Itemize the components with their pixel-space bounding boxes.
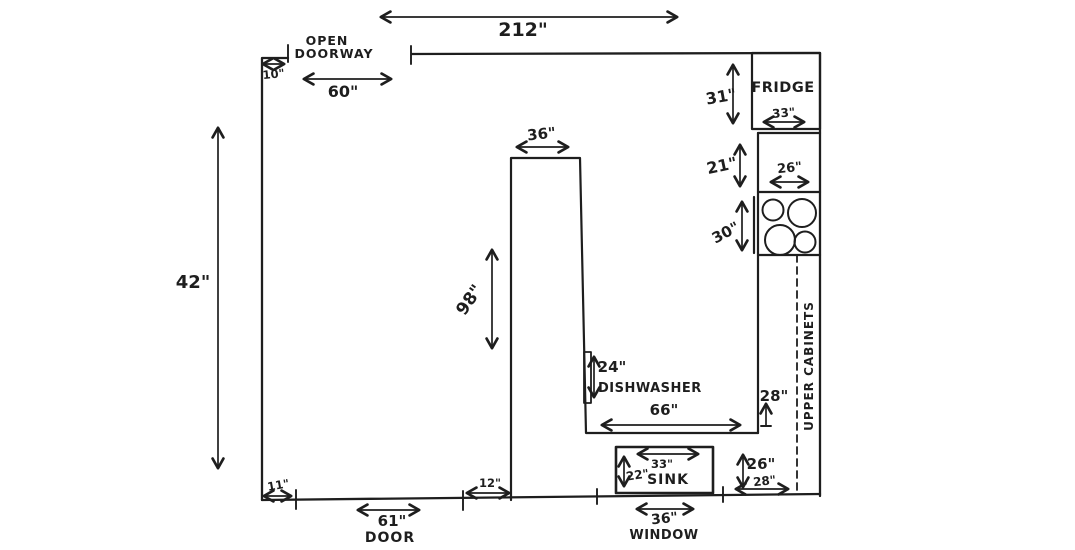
stove-burner-bottom-right: [793, 230, 817, 254]
top-wall-dim-label: 212": [498, 19, 548, 41]
window-width-label: 36": [650, 510, 678, 529]
doorway-width-label: 60": [328, 82, 359, 101]
corner-width-label: 28": [752, 473, 776, 489]
open-doorway-label-line1: OPEN: [306, 33, 349, 48]
door-gap-label: 12": [479, 476, 501, 490]
labels: 212" OPEN DOORWAY 10" 60" 42" 31" FRIDGE…: [176, 19, 816, 546]
counter-depth-label: 26": [776, 160, 802, 178]
sink-label: SINK: [647, 472, 689, 488]
wall-ticks: [287, 44, 772, 511]
fridge-label: FRIDGE: [751, 80, 814, 96]
right-run-length-label: 28": [760, 387, 789, 405]
sink-width-label: 33": [651, 457, 673, 471]
stove-burner-top-right: [787, 198, 817, 228]
sink-depth-label: 22": [625, 467, 650, 484]
stove-burner-top-left: [761, 198, 785, 222]
corner-depth-label: 26": [747, 455, 776, 473]
open-doorway-label-line2: DOORWAY: [294, 46, 373, 61]
counters-and-appliances: [509, 51, 822, 502]
doorway-offset-label: 10": [262, 66, 285, 82]
stove-burner-bottom-left: [764, 224, 796, 256]
sink-outline: [614, 445, 715, 495]
dimension-arrows: [211, 10, 810, 517]
dishwasher-label: DISHWASHER: [598, 381, 702, 396]
bottom-wall: [260, 492, 822, 502]
door-offset-label: 11": [266, 476, 290, 494]
dishwasher-width-label: 24": [598, 358, 627, 376]
door-label: DOOR: [365, 530, 415, 546]
left-wall-and-doorway-stub: [260, 56, 290, 502]
peninsula-width-label: 36": [526, 124, 556, 145]
window-label: WINDOW: [629, 528, 698, 543]
fridge-outline: [750, 51, 822, 131]
fridge-stove-gap-label: 21": [705, 153, 739, 178]
peninsula-length-label: 98": [452, 281, 487, 319]
door-width-label: 61": [378, 512, 407, 530]
bottom-run-length-label: 66": [650, 401, 679, 419]
upper-cabinets-label: UPPER CABINETS: [802, 301, 816, 431]
peninsula-and-bottom-counter-outline: [509, 156, 760, 502]
stove-width-label: 30": [709, 218, 743, 247]
fridge-width-label: 33": [772, 105, 796, 121]
left-opening-label: 42": [176, 272, 210, 293]
